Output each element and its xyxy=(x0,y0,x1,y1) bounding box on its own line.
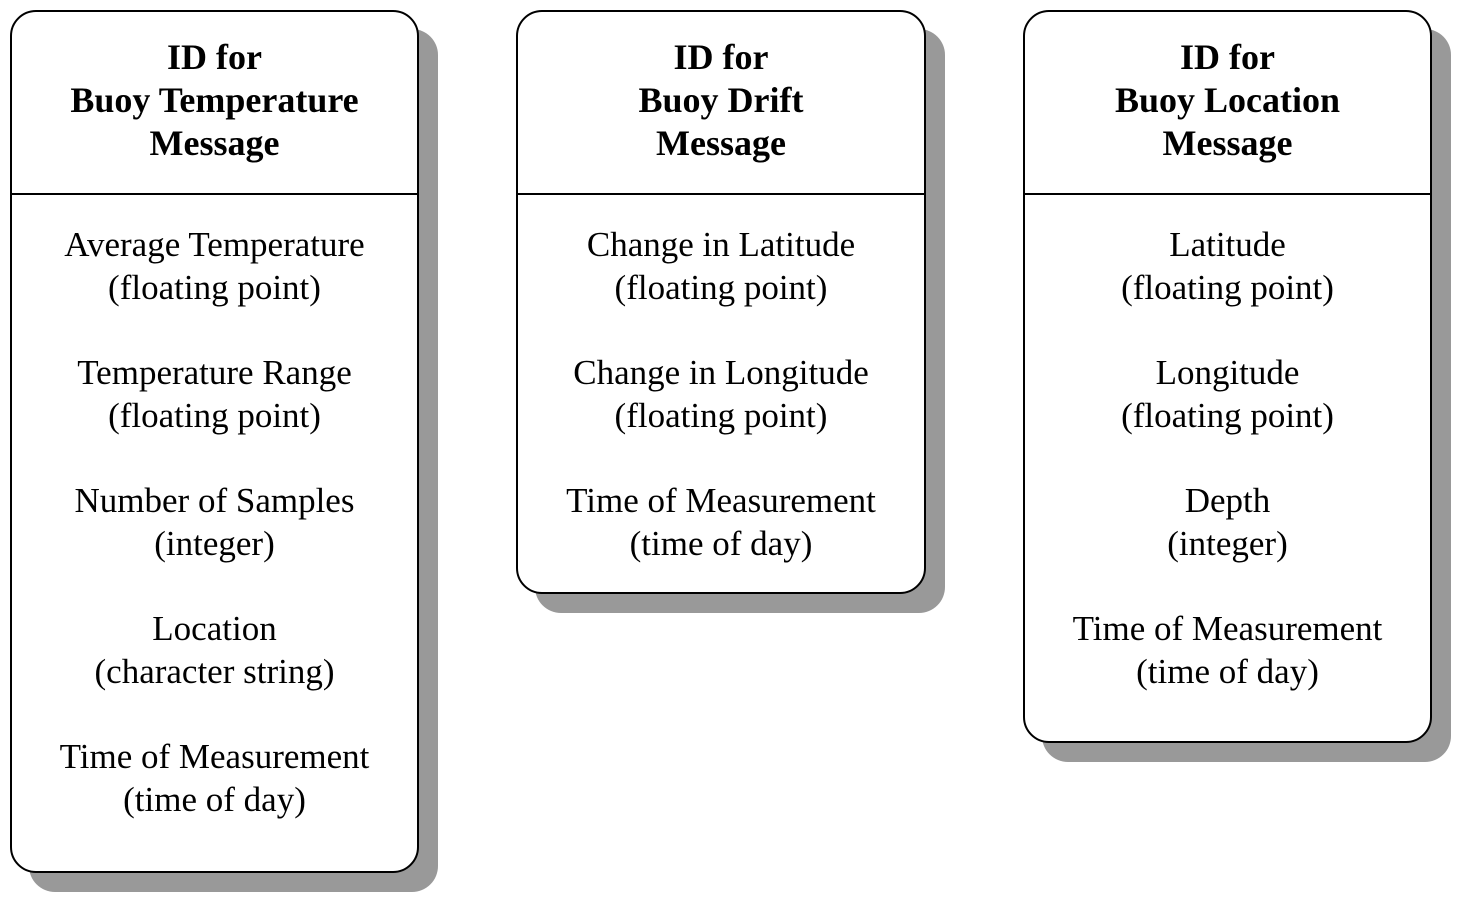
field-name: Time of Measurement xyxy=(1072,609,1383,648)
field-type: (floating point) xyxy=(108,396,321,435)
field-name: Change in Latitude xyxy=(586,225,856,264)
field-location: Location (character string) xyxy=(95,607,335,693)
field-name: Longitude xyxy=(1155,353,1300,392)
field-type: (integer) xyxy=(154,524,275,563)
field-name: Number of Samples xyxy=(74,481,355,520)
field-type: (time of day) xyxy=(629,524,813,563)
header-line: ID for xyxy=(673,37,769,77)
message-header: ID for Buoy Location Message xyxy=(1025,12,1430,195)
field-name: Location xyxy=(152,609,277,648)
field-type: (time of day) xyxy=(123,780,306,819)
field-type: (floating point) xyxy=(1121,396,1334,435)
header-line: Buoy Temperature xyxy=(70,80,359,120)
field-type: (floating point) xyxy=(108,268,321,307)
field-change-in-longitude: Change in Longitude (floating point) xyxy=(573,351,869,437)
field-temperature-range: Temperature Range (floating point) xyxy=(77,351,352,437)
field-name: Depth xyxy=(1184,481,1271,520)
header-line: Buoy Drift xyxy=(638,80,804,120)
message-header: ID for Buoy Temperature Message xyxy=(12,12,417,195)
buoy-temperature-message-box: ID for Buoy Temperature Message Average … xyxy=(10,10,419,873)
field-name: Time of Measurement xyxy=(566,481,876,520)
header-line: Message xyxy=(656,123,786,163)
field-name: Average Temperature xyxy=(64,225,365,264)
message-fields: Change in Latitude (floating point) Chan… xyxy=(518,195,924,607)
header-line: ID for xyxy=(167,37,262,77)
buoy-drift-message-box: ID for Buoy Drift Message Change in Lati… xyxy=(516,10,926,594)
field-time-of-measurement: Time of Measurement (time of day) xyxy=(566,479,876,565)
field-time-of-measurement: Time of Measurement (time of day) xyxy=(60,735,370,821)
buoy-location-message-box: ID for Buoy Location Message Latitude (f… xyxy=(1023,10,1432,743)
field-type: (floating point) xyxy=(1121,268,1334,307)
field-time-of-measurement: Time of Measurement (time of day) xyxy=(1073,607,1383,693)
field-name: Time of Measurement xyxy=(59,737,370,776)
field-number-of-samples: Number of Samples (integer) xyxy=(75,479,355,565)
header-line: Message xyxy=(1162,123,1293,163)
field-type: (time of day) xyxy=(1136,652,1319,691)
field-latitude: Latitude (floating point) xyxy=(1121,223,1334,309)
message-fields: Average Temperature (floating point) Tem… xyxy=(12,195,417,863)
header-line: Message xyxy=(149,123,280,163)
field-name: Change in Longitude xyxy=(573,353,869,392)
field-depth: Depth (integer) xyxy=(1167,479,1287,565)
field-longitude: Longitude (floating point) xyxy=(1121,351,1334,437)
field-type: (floating point) xyxy=(614,268,828,307)
field-type: (integer) xyxy=(1167,524,1288,563)
header-line: Buoy Location xyxy=(1114,80,1341,120)
field-type: (character string) xyxy=(94,652,335,691)
field-type: (floating point) xyxy=(614,396,828,435)
field-change-in-latitude: Change in Latitude (floating point) xyxy=(587,223,855,309)
field-name: Temperature Range xyxy=(77,353,352,392)
field-average-temperature: Average Temperature (floating point) xyxy=(64,223,364,309)
message-fields: Latitude (floating point) Longitude (flo… xyxy=(1025,195,1430,735)
message-header: ID for Buoy Drift Message xyxy=(518,12,924,195)
field-name: Latitude xyxy=(1169,225,1286,264)
header-line: ID for xyxy=(1180,37,1275,77)
